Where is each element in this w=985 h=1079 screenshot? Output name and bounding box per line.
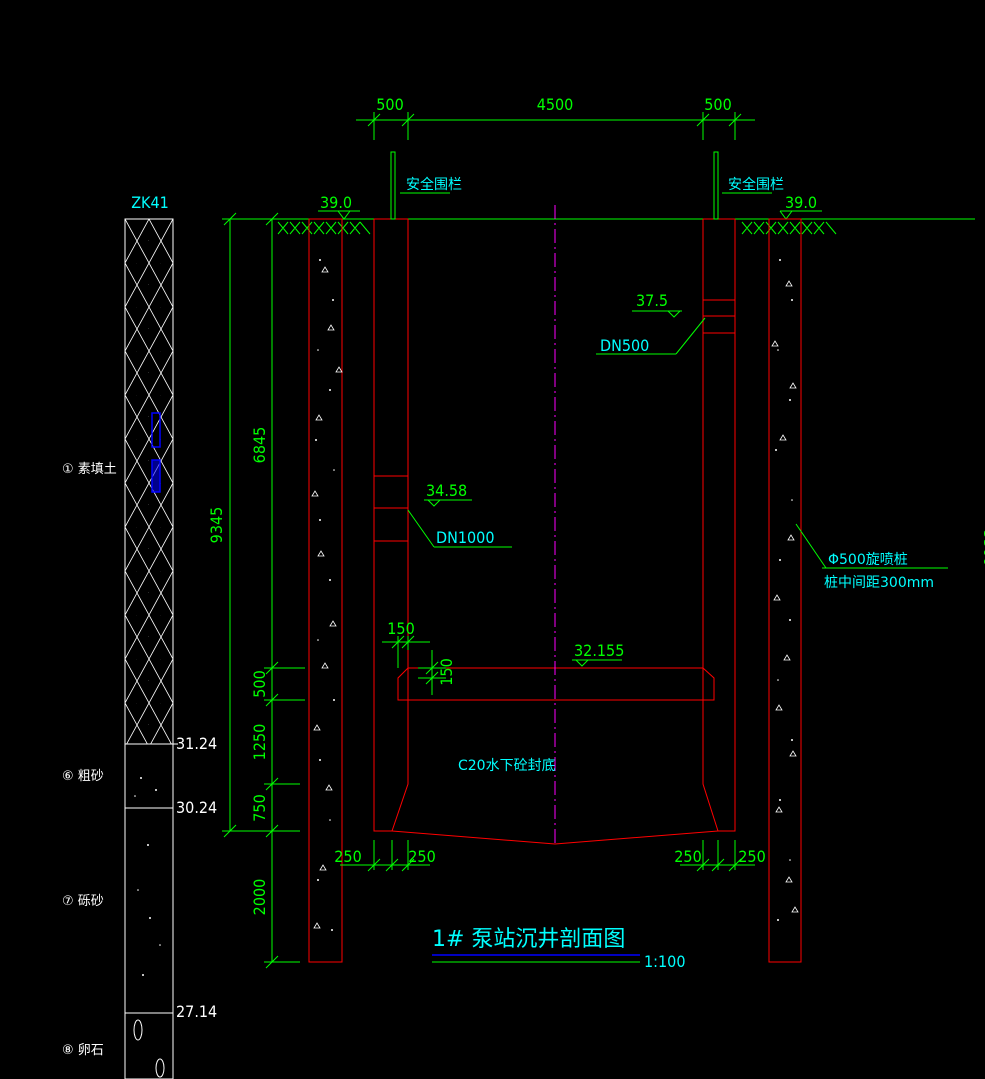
pile-dots xyxy=(315,259,793,931)
dim-total-height: 9345 xyxy=(207,507,226,544)
marker-blue xyxy=(151,459,161,493)
railing-label-right: 安全围栏 xyxy=(728,176,784,193)
dim-mid: 1250 xyxy=(250,724,269,761)
piles xyxy=(308,218,802,963)
drawing-title: 1# 泵站沉井剖面图 xyxy=(432,927,625,952)
level-triangle xyxy=(337,210,351,220)
dim-top-right: 500 xyxy=(704,95,731,114)
caisson xyxy=(373,218,736,845)
bottom-slope xyxy=(391,830,719,845)
pile-triangles xyxy=(311,266,799,929)
wall-left xyxy=(373,219,409,832)
pile-right xyxy=(768,218,802,963)
seal-elevation-marker xyxy=(572,659,622,667)
layer-elevation: 31.24 xyxy=(176,734,217,753)
dim-bottom-right-a: 250 xyxy=(674,847,701,866)
dim-chamfer-h: 150 xyxy=(387,619,414,638)
ground-hatch-right xyxy=(741,221,837,235)
pipe-large-elevation: 34.58 xyxy=(426,481,467,500)
layer-coarse-sand xyxy=(124,743,174,809)
dim-top-mid: 4500 xyxy=(537,95,574,114)
seal-slab xyxy=(397,667,715,701)
dim-seal: 500 xyxy=(250,670,269,697)
dim-bottom-left-b: 250 xyxy=(408,847,435,866)
dim-upper: 6845 xyxy=(250,427,269,464)
callout-dn500 xyxy=(596,310,706,355)
pipe-small-label: DN500 xyxy=(600,336,649,355)
bottom-dims xyxy=(340,840,755,872)
wall-right xyxy=(702,219,736,832)
drawing-scale: 1:100 xyxy=(644,952,685,971)
borehole-column: ZK41 ① 素填土 ⑥ 粗砂 ⑦ 砾砂 ⑧ 卵石 31.24 30.24 27… xyxy=(62,193,217,1079)
pipe-small-elevation: 37.5 xyxy=(636,291,668,310)
ground-elevation-right: 39.0 xyxy=(785,193,817,212)
chamfer-dims xyxy=(382,635,446,695)
pile-left xyxy=(308,218,343,963)
dim-chamfer-v: 150 xyxy=(437,658,456,685)
layer-elevation: 27.14 xyxy=(176,1002,217,1021)
dim-pile-extension: 2000 xyxy=(250,879,269,916)
dim-right-edge: 5500 xyxy=(980,530,985,567)
dim-bottom-left-a: 250 xyxy=(334,847,361,866)
layer-name: ⑥ 粗砂 xyxy=(62,769,104,784)
layer-elevation: 30.24 xyxy=(176,798,217,817)
ground: 39.0 39.0 xyxy=(222,193,975,235)
dim-lower: 750 xyxy=(250,794,269,821)
layer-pebble xyxy=(124,1012,174,1079)
ground-hatch-left xyxy=(277,221,371,235)
layer-name: ① 素填土 xyxy=(62,462,117,477)
dim-bottom-right-b: 250 xyxy=(738,847,765,866)
pile-label-2: 桩中间距300mm xyxy=(824,574,934,591)
seal-concrete-label: C20水下砼封底 xyxy=(458,758,556,774)
callout-dn1000 xyxy=(407,499,512,548)
level-triangle xyxy=(779,210,793,220)
left-dimensions xyxy=(222,212,305,969)
top-dimension xyxy=(356,112,755,140)
pipe-large-label: DN1000 xyxy=(436,528,494,547)
railing-label-left: 安全围栏 xyxy=(406,176,462,193)
layer-name: ⑧ 卵石 xyxy=(62,1043,104,1058)
railings xyxy=(390,151,719,220)
ground-elevation-left: 39.0 xyxy=(320,193,352,212)
marker-blue xyxy=(151,412,161,448)
pile-label-1: Φ500旋喷桩 xyxy=(828,551,908,568)
sand-dots xyxy=(134,777,161,976)
seal-top-elevation: 32.155 xyxy=(574,641,624,660)
pebble-shapes xyxy=(133,1019,165,1078)
callout-pile xyxy=(795,523,948,569)
layer-fill-hatched xyxy=(124,218,174,745)
layer-gravel-sand xyxy=(124,807,174,1014)
layer-name: ⑦ 砾砂 xyxy=(62,894,104,909)
dim-top-left: 500 xyxy=(376,95,403,114)
borehole-id: ZK41 xyxy=(131,193,169,212)
